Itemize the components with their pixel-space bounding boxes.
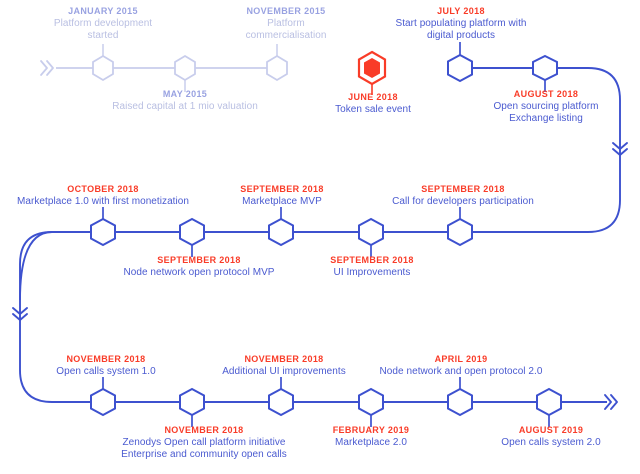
- node-nov-2018-ui[interactable]: [268, 377, 294, 417]
- milestone-desc: Additional UI improvements: [222, 365, 346, 377]
- milestone-date: JULY 2018: [437, 6, 485, 16]
- milestone-desc: Zenodys Open call platform initiative En…: [121, 436, 287, 461]
- node-sep-2018-marketplace[interactable]: [268, 207, 294, 247]
- milestone-label-jan-2015: JANUARY 2015 Platform development starte…: [54, 5, 152, 43]
- node-sep-2018-ui[interactable]: [358, 217, 384, 257]
- milestone-date: JANUARY 2015: [68, 6, 138, 16]
- milestone-desc: Token sale event: [335, 103, 411, 115]
- milestone-label-oct-2018: OCTOBER 2018 Marketplace 1.0 with first …: [17, 183, 189, 208]
- milestone-label-aug-2018: AUGUST 2018 Open sourcing platform Excha…: [493, 88, 598, 126]
- milestone-desc: Open sourcing platform Exchange listing: [493, 100, 599, 125]
- milestone-desc: Platform commercialisation: [245, 17, 327, 42]
- milestone-date: JUNE 2018: [348, 92, 398, 102]
- track-right-u-turn: [557, 67, 621, 233]
- milestone-label-nov-2018-opencalls: NOVEMBER 2018 Open calls system 1.0: [56, 353, 155, 378]
- double-chevron-down-left-icon: [12, 307, 28, 321]
- milestone-date: NOVEMBER 2018: [244, 354, 324, 364]
- node-aug-2019[interactable]: [536, 387, 562, 427]
- milestone-date: APRIL 2019: [434, 354, 488, 364]
- milestone-date: AUGUST 2019: [518, 425, 584, 435]
- milestone-desc: Open calls system 1.0: [56, 365, 156, 377]
- milestone-desc: Start populating platform with digital p…: [395, 17, 527, 42]
- milestone-label-feb-2019: FEBRUARY 2019 Marketplace 2.0: [333, 424, 410, 449]
- milestone-date: FEBRUARY 2019: [332, 425, 410, 435]
- node-sep-2018-node[interactable]: [179, 217, 205, 257]
- node-oct-2018[interactable]: [90, 207, 116, 247]
- milestone-date: NOVEMBER 2018: [164, 425, 244, 435]
- milestone-label-aug-2019: AUGUST 2019 Open calls system 2.0: [501, 424, 600, 449]
- milestone-desc: Node network and open protocol 2.0: [379, 365, 543, 377]
- track-row2-left-entry: [19, 231, 91, 301]
- node-may-2015[interactable]: [174, 54, 196, 92]
- milestone-label-nov-2018-zenodys: NOVEMBER 2018 Zenodys Open call platform…: [121, 424, 287, 462]
- milestone-desc: UI Improvements: [333, 266, 411, 278]
- milestone-desc: Raised capital at 1 mio valuation: [112, 100, 258, 112]
- node-aug-2018[interactable]: [532, 54, 558, 92]
- node-feb-2019[interactable]: [358, 387, 384, 427]
- milestone-date: NOVEMBER 2015: [246, 6, 326, 16]
- node-nov-2015[interactable]: [266, 44, 288, 82]
- milestone-desc: Platform development started: [53, 17, 153, 42]
- milestone-desc: Marketplace 2.0: [335, 436, 407, 448]
- milestone-date: AUGUST 2018: [513, 89, 579, 99]
- milestone-desc: Node network open protocol MVP: [123, 266, 275, 278]
- milestone-label-sep-2018-ui: SEPTEMBER 2018 UI Improvements: [330, 254, 413, 279]
- milestone-date: NOVEMBER 2018: [66, 354, 146, 364]
- milestone-desc: Open calls system 2.0: [501, 436, 601, 448]
- track-left-u-turn: [19, 231, 91, 403]
- milestone-desc: Call for developers participation: [392, 195, 534, 207]
- milestone-label-may-2015: MAY 2015 Raised capital at 1 mio valuati…: [112, 88, 258, 113]
- milestone-label-nov-2018-ui: NOVEMBER 2018 Additional UI improvements: [222, 353, 346, 378]
- node-nov-2018-opencalls[interactable]: [90, 377, 116, 417]
- milestone-date: SEPTEMBER 2018: [240, 184, 324, 194]
- milestone-date: MAY 2015: [162, 89, 208, 99]
- milestone-date: SEPTEMBER 2018: [157, 255, 241, 265]
- node-nov-2018-zenodys[interactable]: [179, 387, 205, 427]
- milestone-label-sep-2018-marketplace: SEPTEMBER 2018 Marketplace MVP: [240, 183, 323, 208]
- milestone-date: SEPTEMBER 2018: [330, 255, 414, 265]
- milestone-desc: Marketplace 1.0 with first monetization: [16, 195, 190, 207]
- milestone-desc: Marketplace MVP: [242, 195, 322, 207]
- double-chevron-right-end-icon: [604, 394, 618, 410]
- node-jun-2018[interactable]: [357, 50, 387, 95]
- milestone-date: OCTOBER 2018: [67, 184, 139, 194]
- double-chevron-down-right-icon: [612, 142, 628, 156]
- double-chevron-right-start-icon: [40, 60, 54, 76]
- milestone-label-jul-2018: JULY 2018 Start populating platform with…: [395, 5, 526, 43]
- milestone-label-apr-2019: APRIL 2019 Node network and open protoco…: [380, 353, 543, 378]
- milestone-label-sep-2018-devs: SEPTEMBER 2018 Call for developers parti…: [392, 183, 534, 208]
- node-jan-2015[interactable]: [92, 44, 114, 82]
- node-apr-2019[interactable]: [447, 377, 473, 417]
- milestone-label-jun-2018: JUNE 2018 Token sale event: [335, 91, 411, 116]
- milestone-label-nov-2015: NOVEMBER 2015 Platform commercialisation: [246, 5, 327, 43]
- milestone-label-sep-2018-node: SEPTEMBER 2018 Node network open protoco…: [123, 254, 274, 279]
- node-sep-2018-devs[interactable]: [447, 207, 473, 247]
- milestone-date: SEPTEMBER 2018: [421, 184, 505, 194]
- node-jul-2018[interactable]: [447, 42, 473, 83]
